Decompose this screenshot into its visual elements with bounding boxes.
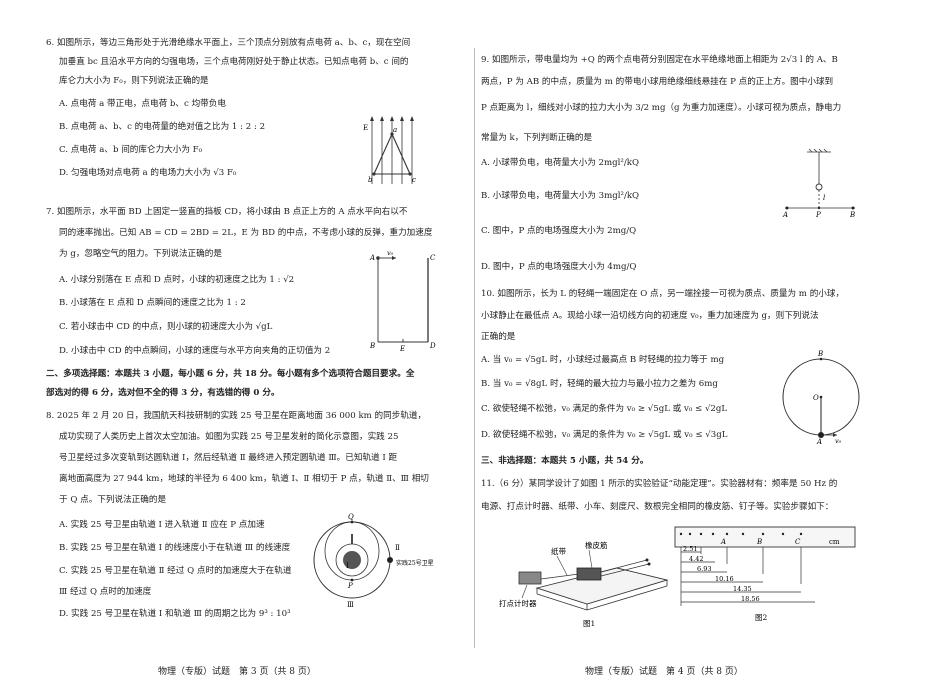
q10-fig-label-a: A <box>816 438 822 446</box>
q11-fig2-measure-3: 6.93 <box>697 565 711 573</box>
right-page-footer: 物理（专版）试题 第 4 页（共 8 页） <box>585 667 743 677</box>
q11-stem-line-2: 电源、打点计时器、纸带、小车、刻度尺、数根完全相同的橡皮筋、钉子等。实验步骤如下… <box>481 502 834 512</box>
q6-fig-label-e: E <box>363 124 368 132</box>
q6-stem-line-1: 6. 如图所示，等边三角形处于光滑绝缘水平面上，三个顶点分别放有点电荷 a、b、… <box>46 38 411 48</box>
q8-stem-line-2: 成功实现了人类历史上首次太空加油。如图为实践 25 号卫星发射的简化示意图，实践… <box>59 432 399 442</box>
q11-fig2-unit: cm <box>829 538 840 546</box>
q11-fig1-label-timer: 打点计时器 <box>499 598 537 608</box>
q7-figure: A v₀ C B E D <box>369 249 436 353</box>
q9-figure: l A P B <box>782 148 855 219</box>
q8-option-a: A. 实践 25 号卫星由轨道 Ⅰ 进入轨道 Ⅱ 应在 P 点加速 <box>59 520 265 530</box>
q7-fig-label-e: E <box>399 345 405 353</box>
section2-heading-line-1: 二、多项选择题：本题共 3 小题，每小题 6 分，共 18 分。每小题有多个选项… <box>46 369 415 379</box>
q6-fig-label-a: a <box>393 126 397 134</box>
q8-stem-line-1: 8. 2025 年 2 月 20 日，我国航天科技研制的实践 25 号卫星在距离… <box>46 411 427 421</box>
q11-figure-2: A B C cm 2.51 4.42 6.93 10.16 14.35 18.5… <box>674 526 856 622</box>
q7-option-a: A. 小球分别落在 E 点和 D 点时，小球的初速度之比为 1 : √2 <box>59 275 295 285</box>
q10-stem-line-2: 小球静止在最低点 A。现给小球一沿切线方向的初速度 v₀，重力加速度为 g，则下… <box>481 311 819 321</box>
q11-fig2-point-a: A <box>720 538 726 546</box>
q9-fig-label-a: A <box>782 211 788 219</box>
q10-option-c: C. 欲使轻绳不松弛，v₀ 满足的条件为 v₀ ≥ √5gL 或 v₀ ≤ √2… <box>481 404 728 414</box>
q11-stem-line-1: 11.（6 分）某同学设计了如图 1 所示的实验验证“动能定理”。实验器材有：频… <box>481 479 838 489</box>
q6-option-b: B. 点电荷 a、b、c 的电荷量的绝对值之比为 1 : 2 : 2 <box>59 122 266 132</box>
q11-fig2-caption: 图2 <box>755 613 767 622</box>
page-divider <box>474 48 475 648</box>
q7-option-d: D. 小球击中 CD 的中点瞬间，小球的速度与水平方向夹角的正切值为 2 <box>59 346 331 356</box>
right-page: 9. 如图所示，带电量均为 +Q 的两个点电荷分别固定在水平绝缘地面上相距为 2… <box>475 0 950 688</box>
q8-fig-label-q: Q <box>348 513 354 521</box>
section2-heading-line-2: 部选对的得 6 分，选对但不全的得 3 分，有选错的得 0 分。 <box>46 388 280 398</box>
q6-option-d: D. 匀强电场对点电荷 a 的电场力大小为 √3 F₀ <box>59 168 237 178</box>
q8-fig-label-satellite: 实践25号卫星 <box>396 559 434 567</box>
q11-fig2-measure-5: 14.35 <box>733 585 752 593</box>
q9-stem-line-2: 两点，P 为 AB 的中点，质量为 m 的带电小球用绝缘细线悬挂在 P 点的正上… <box>481 77 834 87</box>
q7-option-b: B. 小球落在 E 点和 D 点瞬间的速度之比为 1 : 2 <box>59 298 246 308</box>
q6-figure: E a b c <box>363 116 416 184</box>
q7-stem-line-2: 同的速率抛出。已知 AB = CD = 2BD = 2L，E 为 BD 的中点，… <box>59 228 433 238</box>
q11-fig2-measure-1: 2.51 <box>683 545 697 553</box>
q8-stem-line-3: 号卫星经过多次变轨到达圆轨道 Ⅰ，然后经轨道 Ⅱ 最终进入预定圆轨道 Ⅲ。已知轨… <box>59 453 398 463</box>
q6-fig-label-c: c <box>412 176 416 184</box>
q10-option-a: A. 当 v₀ = √5gL 时，小球经过最高点 B 时轻绳的拉力等于 mg <box>481 355 725 365</box>
q9-stem-line-1: 9. 如图所示，带电量均为 +Q 的两个点电荷分别固定在水平绝缘地面上相距为 2… <box>481 55 838 65</box>
q11-fig1-label-tape: 纸带 <box>551 546 566 556</box>
q11-fig1-caption: 图1 <box>583 619 595 628</box>
q11-fig2-measure-6: 18.56 <box>741 595 760 603</box>
q9-option-d: D. 图中，P 点的电场强度大小为 4mg/Q <box>481 262 637 272</box>
q8-fig-label-i: Ⅰ <box>346 562 349 570</box>
q6-option-c: C. 点电荷 a、b 间的库仑力大小为 F₀ <box>59 145 203 155</box>
q10-figure: B O A v₀ <box>782 350 860 446</box>
q10-stem-line-1: 10. 如图所示，长为 L 的轻绳一端固定在 O 点，另一端拴接一可视为质点、质… <box>481 289 845 299</box>
q6-stem-line-3: 库仑力大小为 F₀，则下列说法正确的是 <box>59 76 209 86</box>
q10-stem-line-3: 正确的是 <box>481 332 516 342</box>
q7-fig-label-d: D <box>429 342 436 350</box>
q8-option-c: C. 实践 25 号卫星在轨道 Ⅱ 经过 Q 点时的加速度大于在轨道 <box>59 566 292 576</box>
section3-heading: 三、非选择题：本题共 5 小题，共 54 分。 <box>481 456 649 466</box>
q9-fig-label-b: B <box>849 211 855 219</box>
q8-stem-line-4: 离地面高度为 27 944 km，地球的半径为 6 400 km，轨道 Ⅰ、Ⅱ … <box>59 474 429 484</box>
q9-stem-line-4: 常量为 k，下列判断正确的是 <box>481 133 593 143</box>
q6-fig-label-b: b <box>368 176 373 184</box>
q10-fig-label-o: O <box>813 394 819 402</box>
left-page-footer: 物理（专版）试题 第 3 页（共 8 页） <box>158 667 316 677</box>
q11-figure-1: 纸带 橡皮筋 打点计时器 图1 <box>499 540 669 628</box>
q7-fig-label-c: C <box>430 254 436 262</box>
q9-option-a: A. 小球带负电，电荷量大小为 2mgl²/kQ <box>481 158 639 168</box>
q10-option-d: D. 欲使轻绳不松弛，v₀ 满足的条件为 v₀ ≥ √5gL 或 v₀ ≤ √3… <box>481 430 728 440</box>
q10-fig-label-b: B <box>817 350 823 358</box>
q11-fig2-measure-2: 4.42 <box>689 555 703 563</box>
q10-fig-label-v0: v₀ <box>835 437 842 445</box>
q6-option-a: A. 点电荷 a 带正电，点电荷 b、c 均带负电 <box>59 99 226 109</box>
q9-option-c: C. 图中，P 点的电场强度大小为 2mg/Q <box>481 226 637 236</box>
q8-option-d: D. 实践 25 号卫星在轨道 Ⅰ 和轨道 Ⅲ 的周期之比为 9³ : 10³ <box>59 609 291 619</box>
q11-fig2-point-b: B <box>756 538 762 546</box>
q11-fig2-measure-4: 10.16 <box>715 575 734 583</box>
q8-option-b: B. 实践 25 号卫星在轨道 Ⅰ 的线速度小于在轨道 Ⅲ 的线速度 <box>59 543 291 553</box>
q8-option-c-cont: Ⅲ 经过 Q 点时的加速度 <box>59 587 152 597</box>
q8-fig-label-ii: Ⅱ <box>395 544 400 552</box>
q6-stem-line-2: 加垂直 bc 且沿水平方向的匀强电场，三个点电荷刚好处于静止状态。已知点电荷 b… <box>59 57 409 67</box>
q11-fig2-point-c: C <box>795 538 801 546</box>
q8-stem-line-5: 于 Q 点。下列说法正确的是 <box>59 495 167 505</box>
q8-fig-label-p: P <box>347 582 353 590</box>
q7-fig-label-a: A <box>369 254 375 262</box>
q8-fig-label-iii: Ⅲ <box>347 601 354 609</box>
q8-orbit-figure: Q P Ⅰ Ⅱ Ⅲ 实践25号卫星 <box>313 513 434 609</box>
q9-option-b: B. 小球带负电，电荷量大小为 3mgl²/kQ <box>481 191 640 201</box>
q7-fig-label-v0: v₀ <box>387 249 394 257</box>
left-page: 6. 如图所示，等边三角形处于光滑绝缘水平面上，三个顶点分别放有点电荷 a、b、… <box>46 38 436 677</box>
q7-fig-label-b: B <box>369 342 375 350</box>
q9-fig-label-p: P <box>815 211 821 219</box>
q7-stem-line-3: 为 g，忽略空气的阻力。下列说法正确的是 <box>59 249 222 259</box>
q7-option-c: C. 若小球击中 CD 的中点，则小球的初速度大小为 √gL <box>59 322 273 332</box>
q11-fig1-label-band: 橡皮筋 <box>585 540 608 550</box>
q10-option-b: B. 当 v₀ = √8gL 时，轻绳的最大拉力与最小拉力之差为 6mg <box>481 379 718 389</box>
q9-fig-label-l: l <box>823 194 825 202</box>
q9-stem-line-3: P 点距离为 l，细线对小球的拉力大小为 3/2 mg（g 为重力加速度）。小球… <box>481 103 842 113</box>
q7-stem-line-1: 7. 如图所示，水平面 BD 上固定一竖直的挡板 CD，将小球由 B 点正上方的… <box>46 207 408 217</box>
